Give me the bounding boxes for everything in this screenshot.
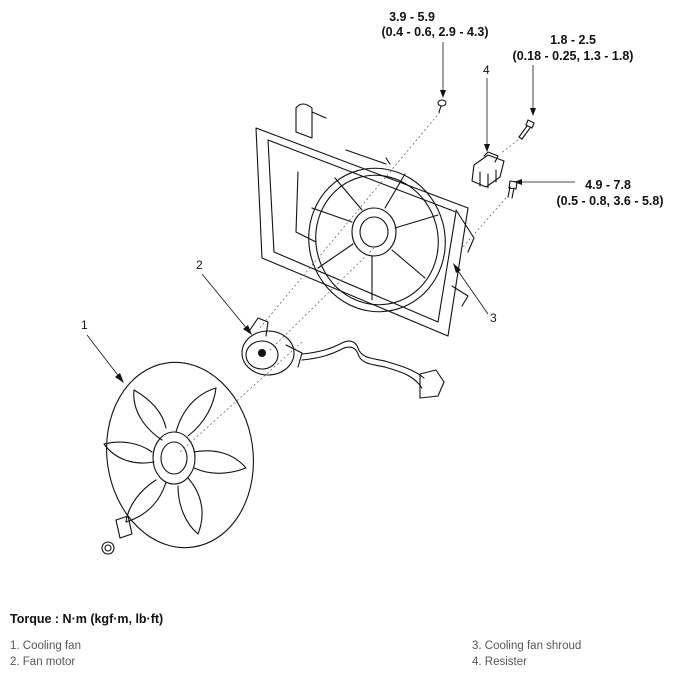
legend-item-cooling-fan-shroud: 3. Cooling fan shroud xyxy=(472,640,582,652)
torque-unit-title: Torque : N·m (kgf·m, lb·ft) xyxy=(10,612,164,626)
torque-spec-3: 4.9 - 7.8 (0.5 - 0.8, 3.6 - 5.8) xyxy=(557,178,664,208)
torque-spec-3-conversion: (0.5 - 0.8, 3.6 - 5.8) xyxy=(557,194,664,208)
fan-motor xyxy=(241,317,445,399)
callout-4-number: 4 xyxy=(483,63,490,77)
torque-spec-2: 1.8 - 2.5 (0.18 - 0.25, 1.3 - 1.8) xyxy=(513,33,634,63)
cooling-fan xyxy=(101,361,254,555)
callout-3-number: 3 xyxy=(490,311,497,325)
caption: Torque : N·m (kgf·m, lb·ft) 1. Cooling f… xyxy=(10,612,670,668)
bolt-top xyxy=(437,99,447,113)
callout-1-number: 1 xyxy=(81,318,88,332)
torque-spec-1-value: 3.9 - 5.9 xyxy=(389,10,435,24)
resister xyxy=(471,151,505,189)
torque-spec-2-value: 1.8 - 2.5 xyxy=(550,33,596,47)
cooling-fan-shroud xyxy=(255,103,475,337)
bolt-resister xyxy=(518,119,535,140)
callout-2-number: 2 xyxy=(196,258,203,272)
torque-spec-2-conversion: (0.18 - 0.25, 1.3 - 1.8) xyxy=(513,49,634,63)
torque-leaders xyxy=(440,42,575,185)
legend-item-resister: 4. Resister xyxy=(472,656,527,668)
torque-spec-1: 3.9 - 5.9 (0.4 - 0.6, 2.9 - 4.3) xyxy=(382,10,489,39)
callout-1: 1 xyxy=(81,318,124,383)
bolt-shroud xyxy=(507,180,518,199)
legend-item-cooling-fan: 1. Cooling fan xyxy=(10,640,81,652)
callout-4: 4 xyxy=(483,63,490,152)
torque-spec-3-value: 4.9 - 7.8 xyxy=(585,178,631,192)
callout-2: 2 xyxy=(196,258,252,335)
exploded-view-diagram: 3.9 - 5.9 (0.4 - 0.6, 2.9 - 4.3) 1.8 - 2… xyxy=(81,10,664,555)
alignment-lines xyxy=(179,111,519,453)
torque-spec-1-conversion: (0.4 - 0.6, 2.9 - 4.3) xyxy=(382,25,489,39)
callout-3: 3 xyxy=(453,263,497,325)
legend-item-fan-motor: 2. Fan motor xyxy=(10,656,76,668)
